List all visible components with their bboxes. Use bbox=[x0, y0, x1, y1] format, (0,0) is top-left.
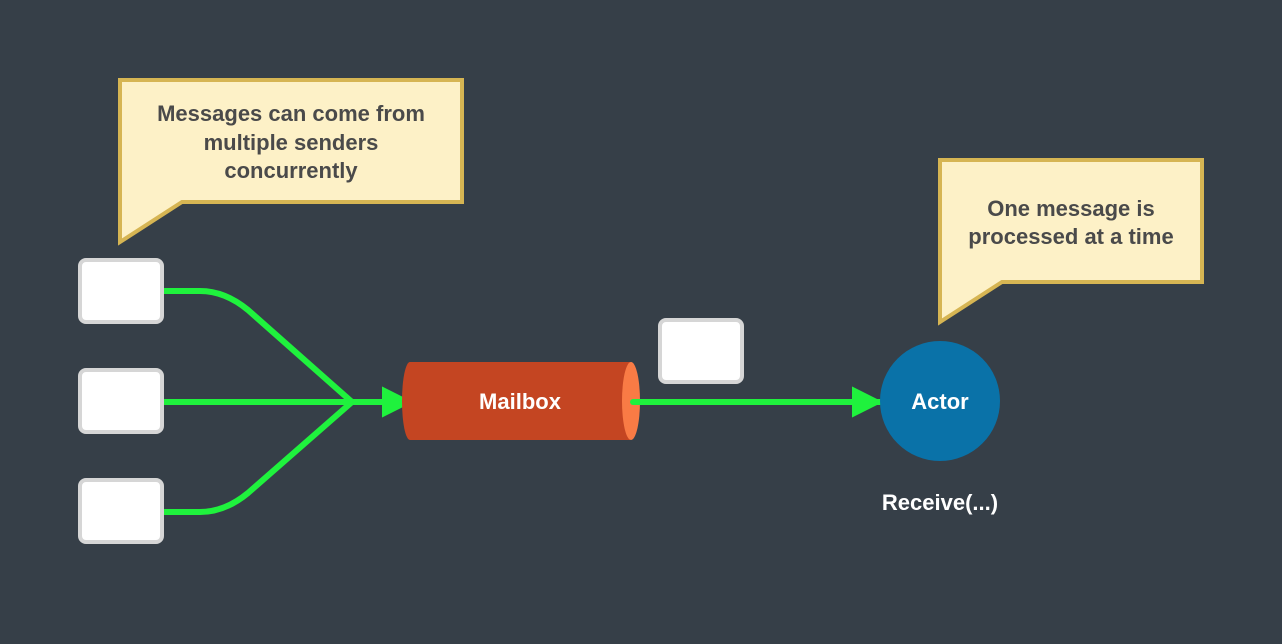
queued-message-box bbox=[658, 318, 744, 384]
incoming-message-arrows bbox=[159, 288, 414, 515]
arrow-sender-3 bbox=[159, 399, 355, 515]
senders-callout-line-3: concurrently bbox=[224, 158, 358, 183]
sender-message-box-3 bbox=[78, 478, 164, 544]
processing-callout: One message is processed at a time bbox=[938, 158, 1204, 326]
mailbox-label: Mailbox bbox=[479, 389, 562, 414]
arrow-sender-1 bbox=[159, 288, 355, 405]
senders-callout-line-2: multiple senders bbox=[204, 130, 379, 155]
processing-callout-line-1: One message is bbox=[987, 196, 1155, 221]
sender-message-box-1 bbox=[78, 258, 164, 324]
actor-receive-label: Receive(...) bbox=[882, 490, 998, 515]
processing-callout-line-2: processed at a time bbox=[968, 224, 1173, 249]
senders-callout-line-1: Messages can come from bbox=[157, 101, 425, 126]
actor: Actor bbox=[880, 341, 1000, 461]
actor-label: Actor bbox=[911, 389, 969, 414]
senders-callout: Messages can come from multiple senders … bbox=[118, 78, 464, 246]
sender-message-box-2 bbox=[78, 368, 164, 434]
mailbox: Mailbox bbox=[402, 362, 640, 440]
sender-messages bbox=[78, 258, 164, 544]
